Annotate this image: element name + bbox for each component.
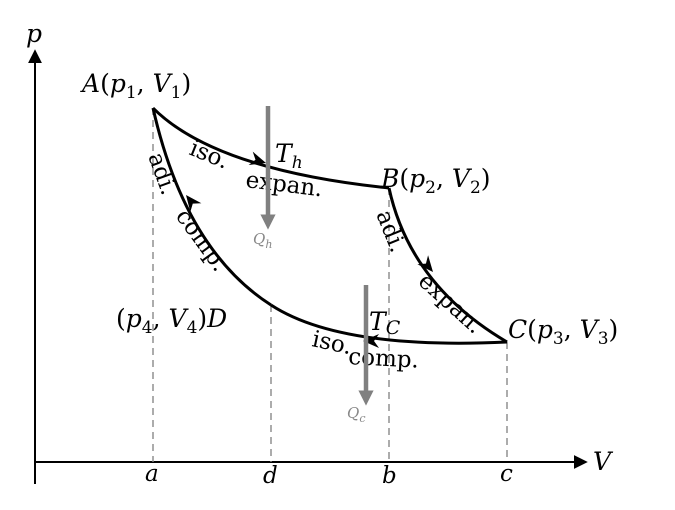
curve-da-adiabatic-compression [151, 107, 272, 307]
tick-label-a: a [145, 461, 159, 487]
hot-reservoir-label: Th [275, 139, 303, 173]
curve-ab-isothermal-expansion [151, 106, 390, 190]
tick-label-c: c [500, 461, 513, 487]
tick-label-b: b [382, 463, 397, 489]
process-label-ab-2: expan. [244, 167, 324, 202]
arrowhead-cd [363, 334, 379, 348]
state-label-b: B(p2, V2) [380, 164, 491, 198]
cold-reservoir-label: TC [369, 307, 401, 339]
process-label-bc-1: adi. [370, 207, 410, 257]
arrowhead-ab [248, 151, 266, 166]
state-label-d: (p4, V4)D [116, 304, 227, 338]
state-label-c: C(p3, V3) [508, 315, 618, 349]
process-label-da-2: comp. [170, 204, 233, 276]
process-label-da-1: adi. [142, 149, 181, 198]
process-label-ab-1: iso. [186, 135, 233, 174]
x-axis-label: V [593, 447, 614, 476]
heat-label-hot: Qh [253, 230, 272, 251]
tick-label-d: d [263, 463, 278, 489]
y-axis-label: p [26, 19, 42, 48]
state-label-a: A(p1, V1) [80, 69, 191, 103]
process-label-bc-2: expan. [413, 268, 488, 339]
arrowhead-bc [417, 255, 433, 272]
heat-label-cold: Qc [347, 404, 365, 425]
process-label-cd-2: comp. [348, 344, 420, 374]
curve-bc-adiabatic-expansion [387, 187, 508, 344]
arrowhead-da [186, 195, 202, 212]
